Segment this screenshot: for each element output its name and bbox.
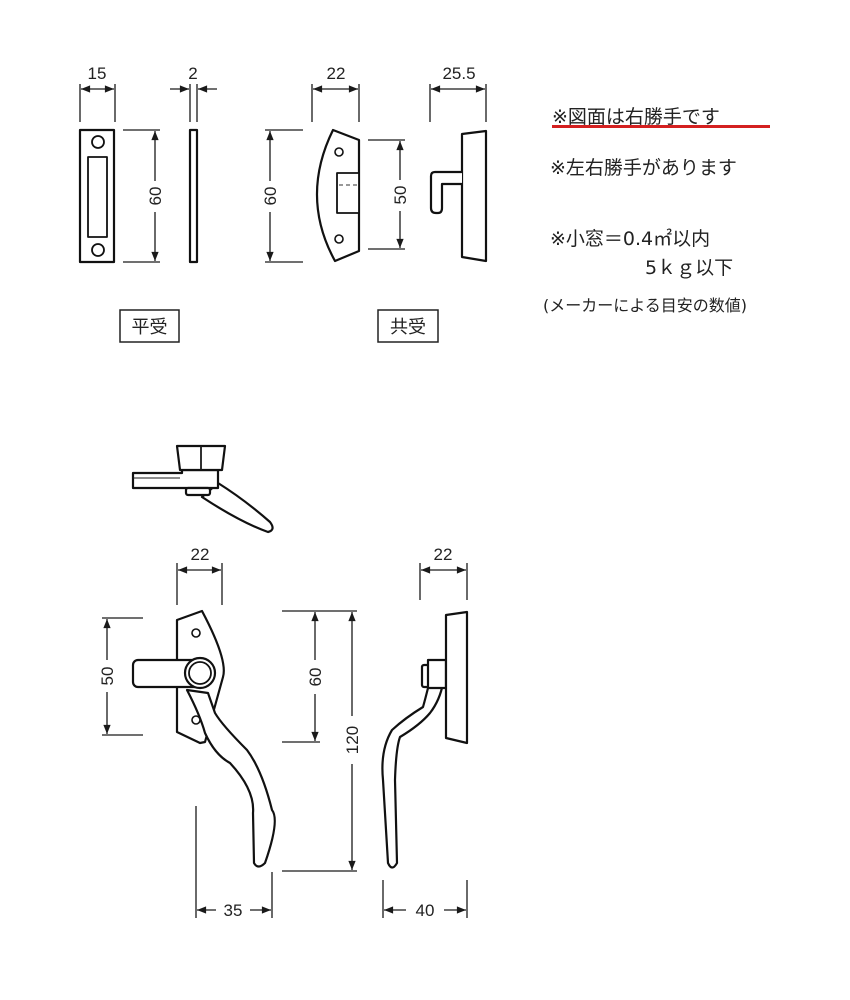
dim-label: 15 [88,64,107,83]
flat-receiver-front [78,128,116,264]
svg-text:平受: 平受 [132,317,168,338]
handle-reach-dimension: 35 [195,806,273,920]
flat-height-dimension: 60 [123,129,165,263]
flat-width-dimension: 15 [79,64,116,122]
svg-text:共受: 共受 [390,317,426,338]
dim-label: 60 [306,668,325,687]
dim-label: 120 [343,726,362,754]
dim-label: 2 [188,64,197,83]
weight-limit-note: 5ｋｇ以下 [645,257,734,279]
common-width-dimension: 22 [311,64,360,122]
common-receiver-side: 25.5 [429,64,488,263]
dim-label: 40 [416,901,435,920]
common-receiver-label: 共受 [377,309,439,343]
handle-side-width-dimension: 22 [419,545,468,600]
red-underline [552,125,770,128]
dim-label: 50 [391,186,410,205]
dim-label: 22 [327,64,346,83]
window-limit-note: ※小窓＝0.4㎡以内 [550,228,711,250]
handle-pitch-dimension: 50 [98,617,143,736]
both-hands-note: ※左右勝手があります [550,157,737,179]
right-hand-note: ※図面は右勝手です [552,106,720,128]
flat-receiver-side: 2 [170,64,217,264]
handle-side-view [381,610,469,869]
flat-receiver-label: 平受 [119,309,180,343]
dim-label: 22 [191,545,210,564]
common-height-dimension: 60 [261,129,303,263]
dim-label: 60 [146,187,165,206]
dim-label: 60 [261,187,280,206]
handle-projection-dimension: 40 [382,880,468,920]
dim-label: 35 [224,901,243,920]
handle-front-view [131,609,276,868]
handle-height-dimensions: 60 120 [282,610,362,872]
dim-label: 22 [434,545,453,564]
common-pitch-dimension: 50 [368,139,410,250]
disclaimer-note: (メーカーによる目安の数値) [543,296,748,315]
common-receiver-front [315,128,361,263]
dim-label: 25.5 [442,64,475,83]
dim-label: 50 [98,667,117,686]
handle-top-view [131,444,274,534]
handle-width-dimension: 22 [176,545,223,605]
